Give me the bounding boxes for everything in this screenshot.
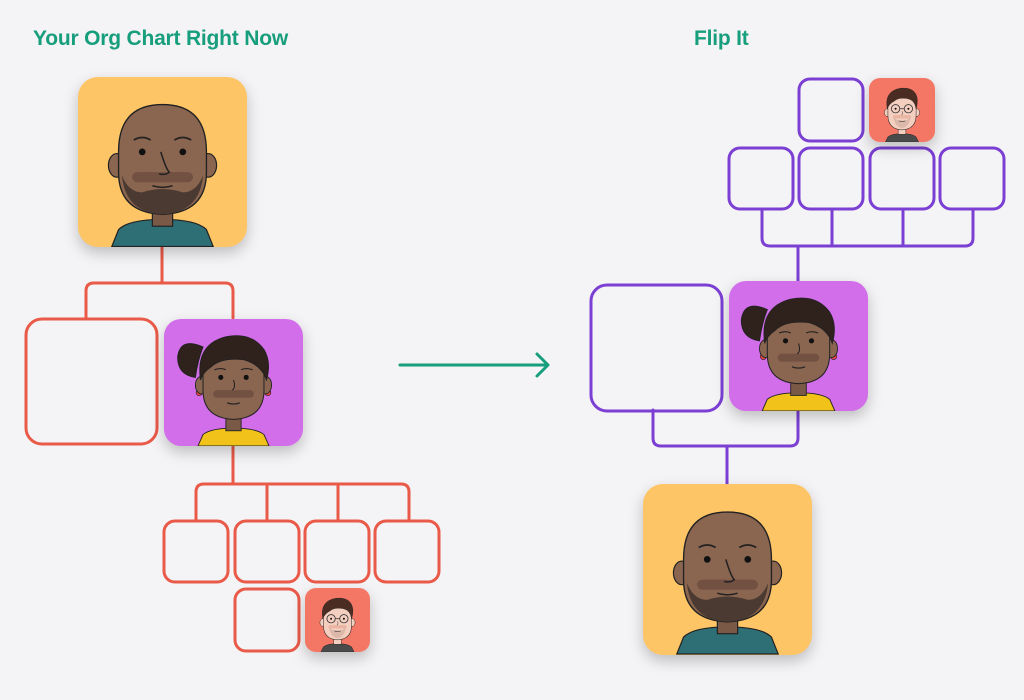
flipped-org-chart [589,77,1006,655]
flipped-org-chart-connectors [651,207,975,486]
employee-box [303,519,371,584]
employee-box [233,587,301,653]
left-chart-title: Your Org Chart Right Now [33,27,288,50]
employee-box [162,519,230,584]
executive-avatar-card [78,77,247,247]
current-org-chart [24,77,441,653]
executive-avatar-card [643,484,812,655]
bald-bearded-man-avatar-icon [672,511,783,655]
employee-box [797,77,865,143]
bald-bearded-man-avatar-icon [107,103,218,247]
employee-avatar-card [869,78,935,142]
peer-manager-box [589,283,724,413]
current-org-chart-boxes [24,317,441,653]
employee-box [233,519,301,584]
employee-box [938,146,1006,211]
employee-box [868,146,936,211]
current-org-chart-connectors [84,245,411,523]
flip-arrow-icon [398,352,550,378]
manager-avatar-card [164,319,303,446]
peer-manager-box [24,317,159,446]
manager-avatar-card [729,281,868,411]
employee-box [373,519,441,584]
right-chart-title: Flip It [694,27,749,50]
employee-box [727,146,795,211]
employee-box [797,146,865,211]
flipped-org-chart-boxes [589,77,1006,413]
employee-avatar-card [305,588,370,652]
